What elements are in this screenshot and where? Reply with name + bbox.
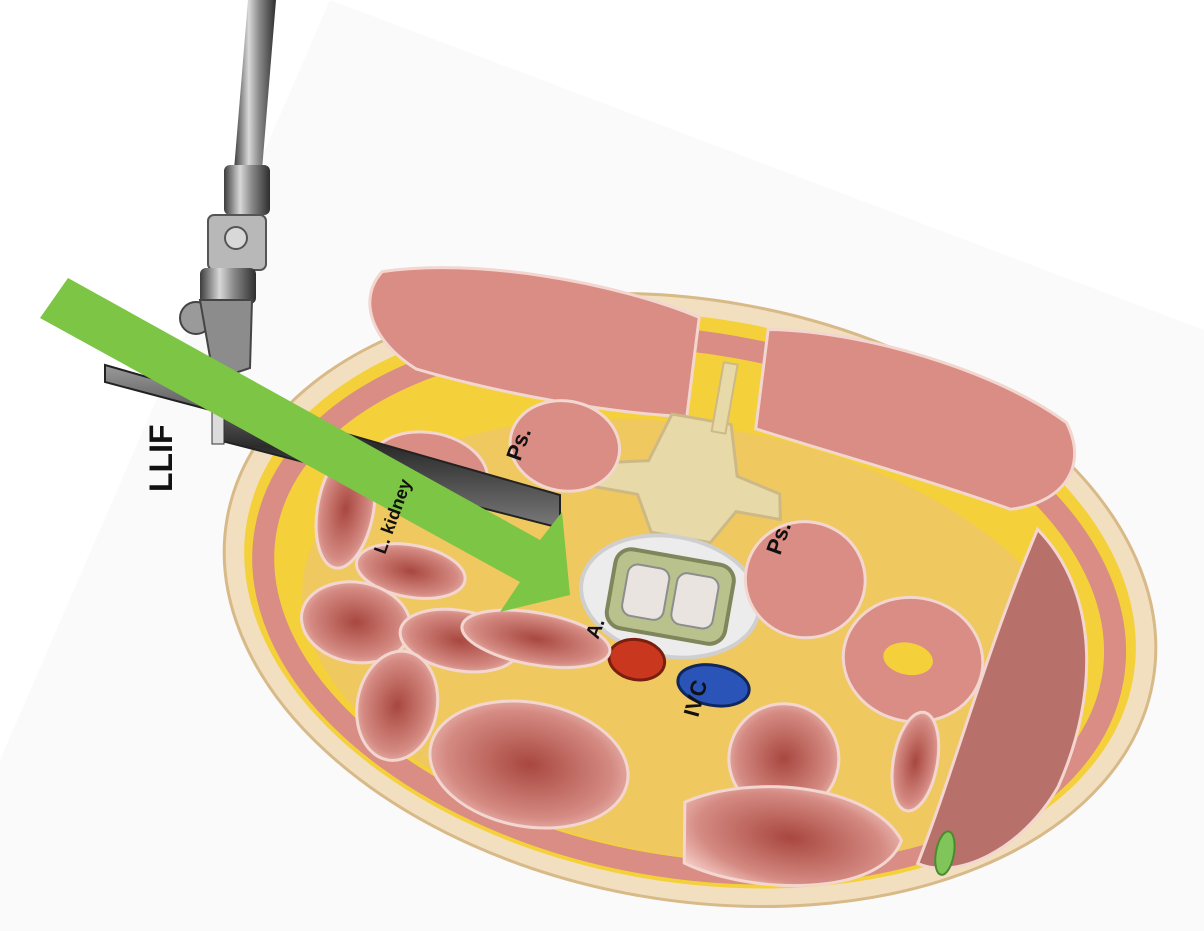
- llif-label: LLIF: [143, 424, 179, 492]
